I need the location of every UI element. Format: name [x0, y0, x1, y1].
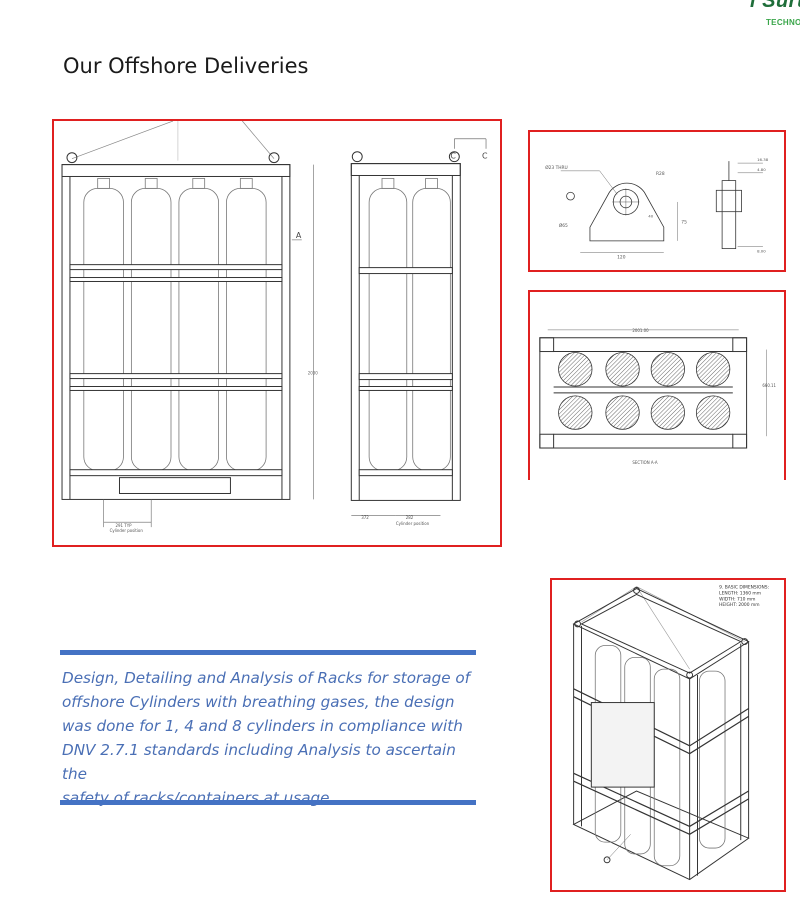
description-line-3: was done for 1, 4 and 8 cylinders in com… — [62, 717, 463, 735]
side-dimension-2: 282 — [406, 515, 414, 520]
rack-isometric-drawing: 9. BASIC DIMENSIONS: LENGTH: 1360 mm WID… — [550, 578, 786, 892]
section-aa-svg: 2001.00 660.11 SECTION A-A — [539, 328, 777, 465]
section-label-c1: C — [450, 152, 456, 161]
iso-dim-length: LENGTH: 1360 mm — [719, 590, 761, 596]
bottom-accent-bar — [60, 800, 476, 805]
side-dimension-note: Cylinder position — [396, 521, 430, 526]
side-dim-c: 8.00 — [757, 249, 766, 254]
hole-thru-label: Ø23 THRU — [545, 164, 568, 171]
section-width-dimension: 2001.00 — [632, 328, 649, 333]
diameter-label: Ø65 — [559, 222, 568, 229]
iso-dim-height: HEIGHT: 2000 mm — [719, 602, 759, 608]
front-pitch-note: Cylinder position — [110, 528, 144, 533]
section-aa-drawing: 2001.00 660.11 SECTION A-A — [528, 290, 786, 480]
section-depth-dimension: 660.11 — [762, 383, 776, 388]
section-label: SECTION A-A — [632, 460, 657, 465]
project-description: Design, Detailing and Analysis of Racks … — [62, 666, 482, 810]
section-label-a: A — [296, 231, 302, 240]
iso-dim-width: WIDTH: 710 mm — [719, 596, 755, 602]
side-dimension-1: 372 — [361, 515, 369, 520]
side-dim-a: 16.38 — [757, 157, 769, 162]
top-accent-bar — [60, 650, 476, 655]
rack-elevation-svg: A 2030 291 TYP Cylinder position C C 372… — [61, 121, 488, 533]
lifting-lug-svg: Ø23 THRU R28 Ø65 120 75 16.38 4.80 8.00 … — [545, 157, 769, 260]
rack-isometric-svg: 9. BASIC DIMENSIONS: LENGTH: 1360 mm WID… — [572, 585, 769, 881]
iso-dim-heading: 9. BASIC DIMENSIONS: — [719, 585, 769, 591]
inner-dim: 40 — [648, 214, 653, 219]
rack-elevation-drawing: A 2030 291 TYP Cylinder position C C 372… — [52, 119, 502, 547]
description-line-1: Design, Detailing and Analysis of Racks … — [62, 669, 471, 687]
page-title: Our Offshore Deliveries — [63, 54, 309, 78]
section-label-c2: C — [482, 152, 488, 161]
logo-text: i Surt — [750, 0, 800, 12]
radius-label: R28 — [656, 171, 665, 177]
side-dim-b: 4.80 — [757, 167, 766, 172]
lifting-lug-detail-drawing: Ø23 THRU R28 Ø65 120 75 16.38 4.80 8.00 … — [528, 130, 786, 272]
description-line-4: DNV 2.7.1 standards including Analysis t… — [62, 741, 456, 783]
width-dimension: 120 — [617, 254, 626, 260]
logo-subtext: TECHNOL — [766, 18, 800, 27]
company-logo: i Surt TECHNOL — [742, 0, 800, 30]
description-line-2: offshore Cylinders with breathing gases,… — [62, 693, 455, 711]
height-dimension-lug: 75 — [681, 219, 687, 225]
front-pitch-dimension: 291 TYP — [116, 523, 133, 528]
height-dimension: 2030 — [308, 371, 319, 376]
description-line-5: safety of racks/containers at usage — [62, 789, 330, 807]
